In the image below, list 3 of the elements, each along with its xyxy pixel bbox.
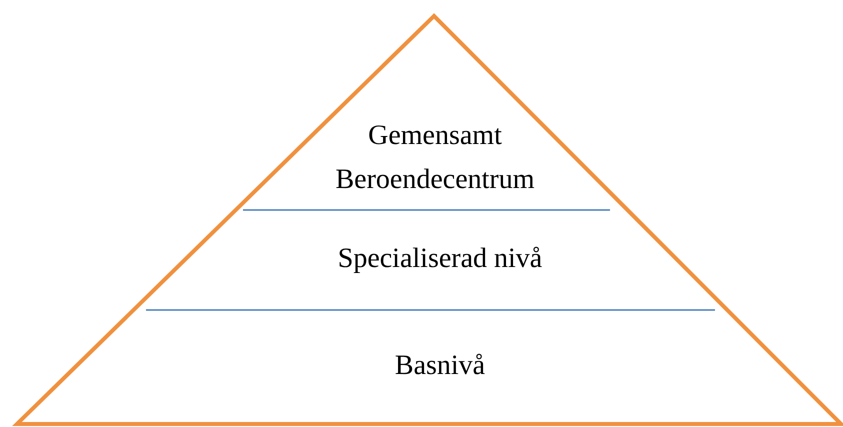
level-label: Specialiserad nivå	[338, 242, 542, 276]
level-label: Gemensamt Beroendecentrum	[334, 119, 536, 197]
level-label: Basnivå	[394, 349, 486, 383]
